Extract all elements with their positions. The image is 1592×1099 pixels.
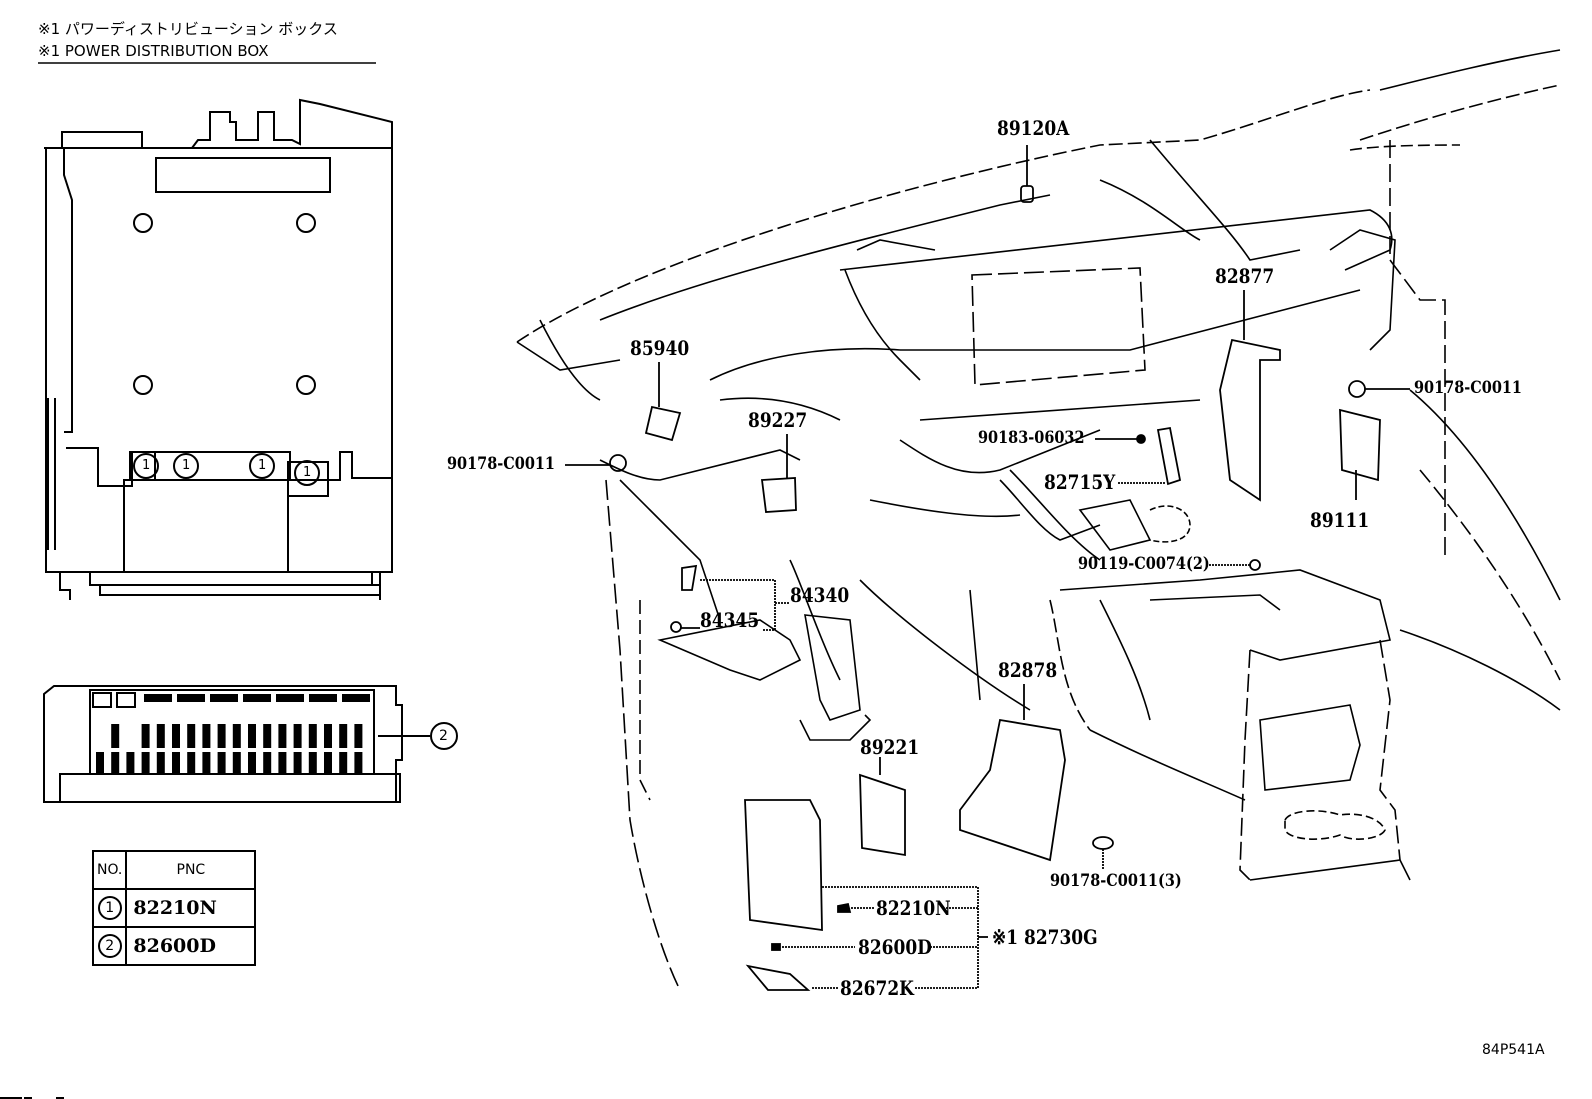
relay-fuse-bar <box>202 724 211 748</box>
fuse-marker-label: 1 <box>303 465 312 480</box>
pnc-value: 82600D <box>125 926 257 966</box>
relay-fuse-bar <box>217 752 226 774</box>
callout-82600D[interactable]: 82600D <box>858 935 932 959</box>
relay-fuse-bar <box>248 724 256 748</box>
relay-fuse-bar <box>339 752 348 774</box>
callout-89227[interactable]: 89227 <box>748 408 808 432</box>
relay-fuse-bar <box>309 694 337 702</box>
relay-fuse-bar <box>324 724 332 748</box>
header-title-jp: ※1 パワーディストリビューション ボックス <box>38 20 338 38</box>
relay-fuse-bar <box>126 752 135 774</box>
power-distribution-box-drawing <box>44 98 393 600</box>
fuse-marker-label: 1 <box>142 458 151 473</box>
callout-82715Y[interactable]: 82715Y <box>1044 470 1116 494</box>
illustration-code: 84P541A <box>1482 1042 1545 1058</box>
table-row: 1 82210N <box>91 888 257 928</box>
callout-82730G[interactable]: ※1 82730G <box>992 925 1098 949</box>
relay-fuse-bar <box>177 694 205 702</box>
callout-82878[interactable]: 82878 <box>998 658 1058 682</box>
callout-84340[interactable]: 84340 <box>790 583 850 607</box>
relay-fuse-bars <box>96 694 370 774</box>
relay-fuse-bar <box>342 694 370 702</box>
relay-fuse-bar <box>141 752 150 774</box>
relay-fuse-bar <box>278 724 287 748</box>
relay-fuse-bar <box>324 752 332 774</box>
callout-89221[interactable]: 89221 <box>860 735 920 759</box>
relay-fuse-bar <box>144 694 172 702</box>
fuse-marker-label: 1 <box>258 458 267 473</box>
relay-fuse-bar <box>308 724 317 748</box>
header-title-en: ※1 POWER DISTRIBUTION BOX <box>38 42 269 60</box>
relay-fuse-bar <box>111 752 120 774</box>
relay-fuse-bar <box>276 694 304 702</box>
pnc-table-header: NO. PNC <box>91 850 257 890</box>
relay-fuse-bar <box>354 724 363 748</box>
row-number-badge: 2 <box>97 934 122 958</box>
relay-fuse-bar <box>111 724 120 748</box>
callout-90183[interactable]: 90183-06032 <box>978 428 1085 448</box>
relay-block-drawing <box>43 685 458 803</box>
callout-90119[interactable]: 90119-C0074(2) <box>1078 554 1210 574</box>
relay-fuse-bar <box>217 724 226 748</box>
relay-fuse-bar <box>308 752 317 774</box>
callout-85940[interactable]: 85940 <box>630 336 690 360</box>
fuse-marker-label: 1 <box>182 458 191 473</box>
relay-fuse-bar <box>172 724 180 748</box>
relay-fuse-bar <box>293 752 302 774</box>
callout-90178-right[interactable]: 90178-C0011 <box>1414 378 1522 398</box>
relay-fuse-bar <box>232 752 241 774</box>
pnc-table: NO. PNC 1 82210N 2 82600D <box>91 850 257 966</box>
callout-82210N[interactable]: 82210N <box>876 896 951 920</box>
relay-fuse-bar <box>293 724 302 748</box>
lower-dash-outline <box>599 429 1191 991</box>
relay-fuse-bar <box>210 694 238 702</box>
callout-82877[interactable]: 82877 <box>1215 264 1275 288</box>
relay-fuse-bar <box>156 752 165 774</box>
relay-fuse-bar <box>96 752 104 774</box>
relay-fuse-bar <box>172 752 180 774</box>
callout-89111[interactable]: 89111 <box>1310 508 1370 532</box>
relay-fuse-bar <box>248 752 256 774</box>
relay-fuse-bar <box>232 724 241 748</box>
relay-fuse-bar <box>263 752 272 774</box>
relay-fuse-bar <box>354 752 363 774</box>
relay-fuse-bar <box>339 724 348 748</box>
relay-marker-label: 2 <box>439 728 448 744</box>
callout-90178-qty3[interactable]: 90178-C0011(3) <box>1050 871 1182 891</box>
dashboard-outline <box>516 49 1561 681</box>
relay-fuse-bar <box>278 752 287 774</box>
relay-fuse-bar <box>141 724 150 748</box>
relay-fuse-bar <box>202 752 211 774</box>
center-console-outline <box>969 569 1561 881</box>
callout-90178-left[interactable]: 90178-C0011 <box>447 454 555 474</box>
component-shapes <box>565 145 1410 991</box>
relay-fuse-bar <box>156 724 165 748</box>
pnc-value: 82210N <box>125 888 257 928</box>
fuse-markers <box>133 453 320 486</box>
relay-fuse-bar <box>263 724 272 748</box>
callout-89120A[interactable]: 89120A <box>997 116 1070 140</box>
relay-fuse-bar <box>187 724 196 748</box>
pnc-col-pnc: PNC <box>125 850 257 890</box>
relay-fuse-bar <box>243 694 271 702</box>
relay-fuse-bar <box>187 752 196 774</box>
callout-82672K[interactable]: 82672K <box>840 976 914 1000</box>
row-number-badge: 1 <box>97 896 122 920</box>
pnc-col-no: NO. <box>91 850 128 890</box>
table-row: 2 82600D <box>91 926 257 966</box>
callout-84345[interactable]: 84345 <box>700 608 760 632</box>
